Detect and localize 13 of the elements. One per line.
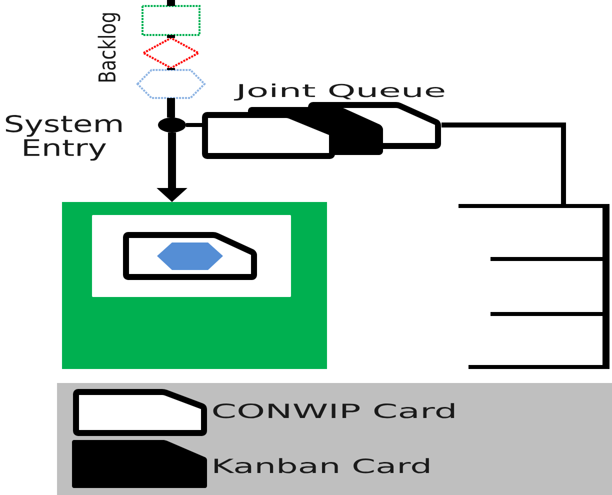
connector-line [442,122,566,204]
connector-line [186,123,202,127]
legend-label: Kanban Card [214,458,429,474]
entry-label: System Entry [6,114,122,161]
connector-line [167,68,175,70]
legend-label: CONWIP Card [213,403,454,418]
shelf [456,204,610,369]
queue-label: Joint Queue [234,84,444,101]
connector-line [167,35,175,38]
backlog-square [142,5,200,36]
connector-line [167,98,175,118]
backlog-label: Backlog [98,13,120,82]
connector-line [167,0,175,6]
